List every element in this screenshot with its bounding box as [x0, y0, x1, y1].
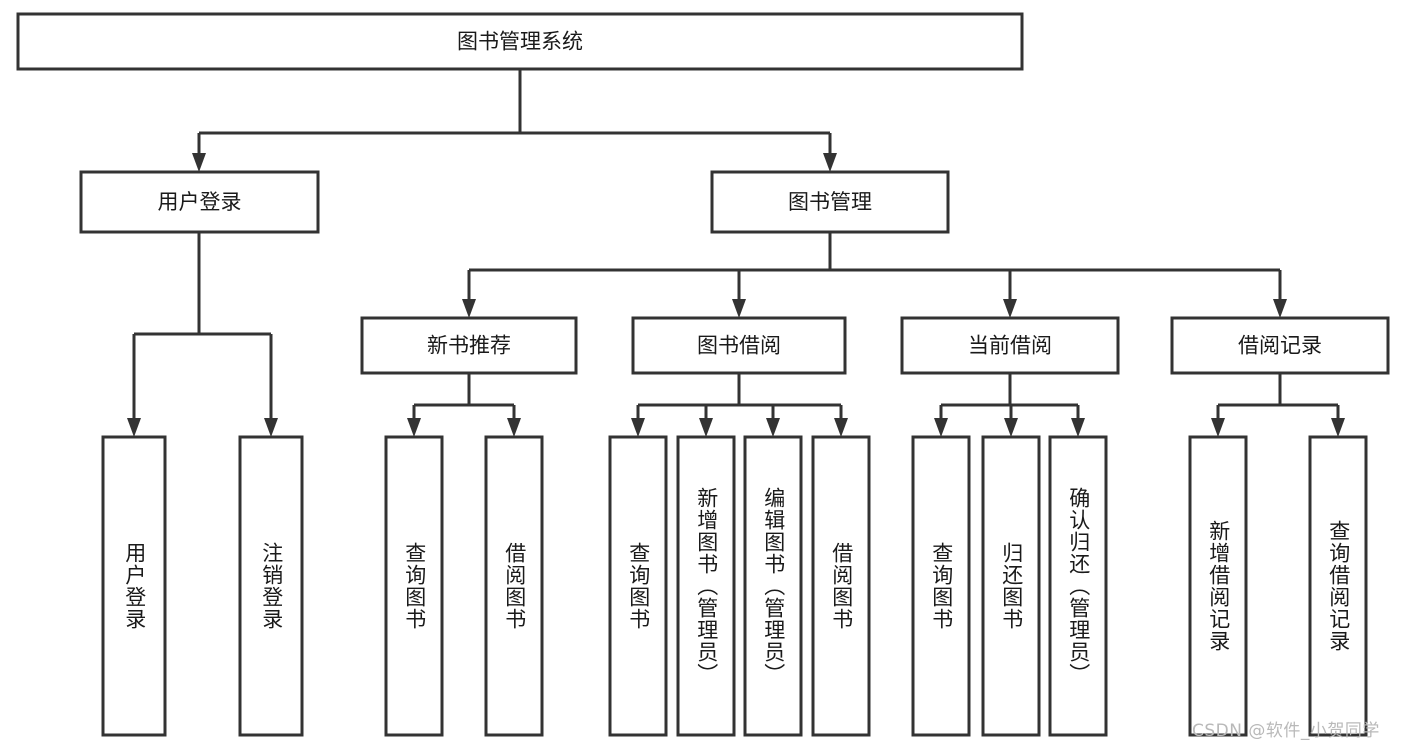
node-level2-1-label: 图书管理: [788, 190, 872, 214]
node-level2-1-box[interactable]: [710, 170, 950, 234]
node-leaf-2-box[interactable]: [384, 435, 444, 737]
node-leaf-12-box[interactable]: [1308, 435, 1368, 737]
arrow-head-icon: [1004, 418, 1018, 437]
node-level3-3-box[interactable]: [1170, 316, 1390, 375]
node-level2-0-box[interactable]: [79, 170, 320, 234]
arrow-head-icon: [1273, 299, 1287, 318]
arrow-head-icon: [407, 418, 421, 437]
connectors-layer: [127, 69, 1345, 437]
arrow-head-icon: [1003, 299, 1017, 318]
node-level3-3-label: 借阅记录: [1238, 334, 1322, 358]
csdn-watermark: CSDN @软件_小贺同学: [1192, 721, 1380, 741]
node-level3-0-label: 新书推荐: [427, 334, 511, 358]
node-level3-2-label: 当前借阅: [968, 334, 1052, 358]
arrow-head-icon: [766, 418, 780, 437]
arrow-head-icon: [127, 418, 141, 437]
arrow-head-icon: [1211, 418, 1225, 437]
node-level2-0-label: 用户登录: [158, 190, 242, 214]
node-level3-1-label: 图书借阅: [697, 334, 781, 358]
node-level3-0-box[interactable]: [360, 316, 578, 375]
node-leaf-6-box[interactable]: [743, 435, 803, 737]
arrow-head-icon: [631, 418, 645, 437]
arrow-head-icon: [834, 418, 848, 437]
node-level3-1-box[interactable]: [631, 316, 847, 375]
node-root-box[interactable]: [16, 12, 1024, 71]
arrow-head-icon: [264, 418, 278, 437]
node-leaf-9-box[interactable]: [981, 435, 1041, 737]
node-boxes-layer: [16, 12, 1390, 737]
node-leaf-10-box[interactable]: [1048, 435, 1108, 737]
arrow-head-icon: [732, 299, 746, 318]
node-leaf-8-box[interactable]: [911, 435, 971, 737]
node-root-label: 图书管理系统: [457, 30, 583, 54]
arrow-head-icon: [192, 153, 206, 172]
arrow-head-icon: [934, 418, 948, 437]
node-level3-2-box[interactable]: [900, 316, 1120, 375]
arrow-head-icon: [462, 299, 476, 318]
arrow-head-icon: [1331, 418, 1345, 437]
arrow-head-icon: [699, 418, 713, 437]
node-leaf-5-box[interactable]: [676, 435, 736, 737]
node-leaf-4-box[interactable]: [608, 435, 668, 737]
node-leaf-0-box[interactable]: [101, 435, 167, 737]
node-leaf-1-box[interactable]: [238, 435, 304, 737]
node-leaf-11-box[interactable]: [1188, 435, 1248, 737]
arrow-head-icon: [1071, 418, 1085, 437]
arrow-head-icon: [823, 153, 837, 172]
node-leaf-3-box[interactable]: [484, 435, 544, 737]
arrow-head-icon: [507, 418, 521, 437]
node-leaf-7-box[interactable]: [811, 435, 871, 737]
